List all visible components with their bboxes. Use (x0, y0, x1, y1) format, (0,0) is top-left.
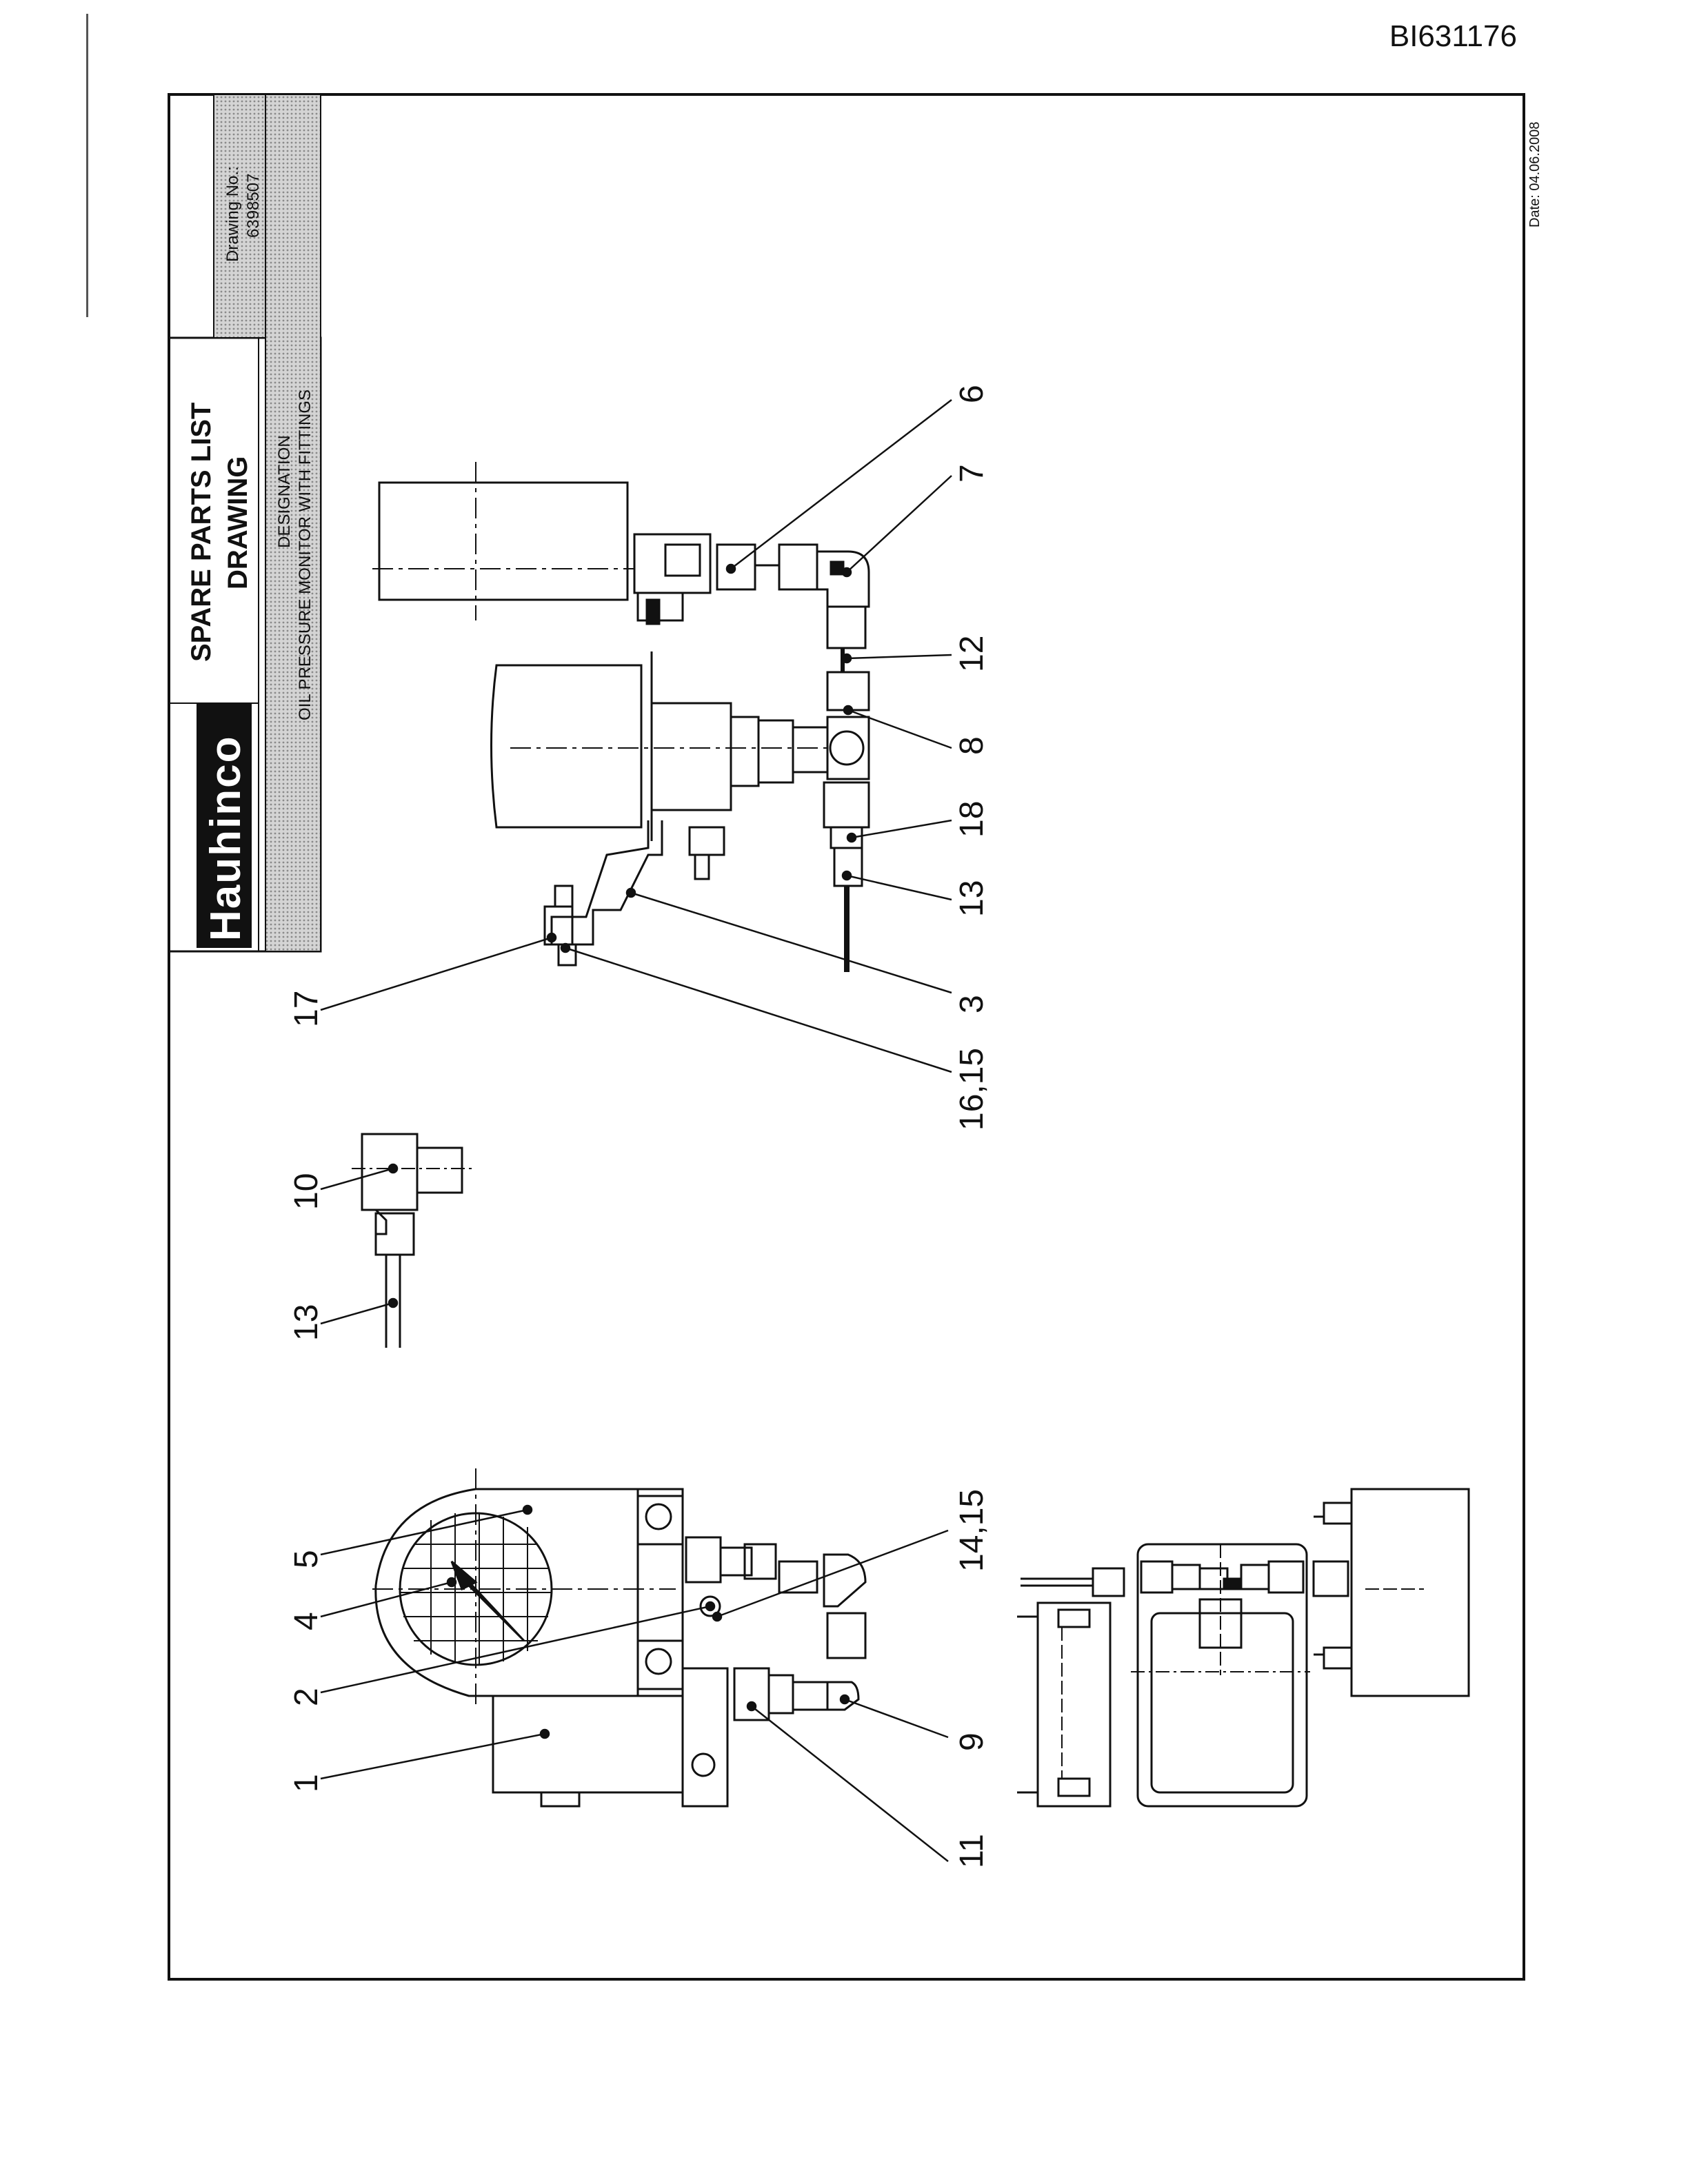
drawing-no-value: 6398507 (244, 174, 263, 238)
callout-8: 8 (954, 736, 990, 755)
drawing-no-shaded-box (213, 94, 266, 338)
pressure-switch-lower-housing (490, 664, 643, 829)
bottom-view-assembly (1017, 1488, 1470, 1808)
designation-value: OIL PRESSURE MONITOR WITH FITTINGS (296, 390, 314, 720)
title-line2: DRAWING (223, 456, 253, 589)
callout-17: 17 (288, 991, 325, 1027)
gauge-housing (374, 1488, 684, 1697)
designation-label: DESIGNATION (275, 435, 294, 548)
date-label: Date: 04.06.2008 (1527, 122, 1543, 228)
callout-10: 10 (288, 1173, 325, 1210)
binding-margin-line (86, 14, 88, 317)
callout-18: 18 (954, 801, 990, 838)
callout-9: 9 (954, 1732, 990, 1751)
brand-logo: Hauhinco (202, 736, 250, 941)
callout-3: 3 (954, 995, 990, 1013)
callout-7: 7 (954, 464, 990, 483)
bottom-frame (1136, 1543, 1308, 1808)
designation-shaded-band (265, 94, 321, 952)
upper-assembly (372, 462, 870, 972)
callout-labels: 17 16,15 3 13 18 8 12 7 6 10 13 5 4 2 1 … (288, 385, 990, 1868)
drawing-border (168, 93, 1525, 1981)
callout-13-lower: 13 (288, 1304, 325, 1341)
callout-5: 5 (288, 1550, 325, 1568)
callout-1: 1 (288, 1774, 325, 1792)
leader-lines (320, 399, 952, 1862)
monitor-body (492, 1695, 684, 1794)
callout-4: 4 (288, 1612, 325, 1630)
callout-16-15: 16,15 (954, 1048, 990, 1131)
callout-11: 11 (954, 1834, 990, 1868)
brand-logo-box (197, 703, 252, 948)
callout-14-15: 14,15 (954, 1489, 990, 1572)
callout-2: 2 (288, 1688, 325, 1706)
title-line1: SPARE PARTS LIST (186, 403, 217, 662)
drawing-no-label: Drawing No.: (223, 166, 242, 262)
document-id: BI631176 (1389, 19, 1517, 53)
pressure-switch-housing (378, 481, 629, 601)
gauge-assembly (372, 1468, 867, 1808)
callout-6: 6 (954, 385, 990, 403)
detail-connector (352, 1133, 476, 1348)
title-block: Hauhinco SPARE PARTS LIST DRAWING DESIGN… (168, 94, 322, 953)
callout-12: 12 (954, 636, 990, 672)
callout-13-upper: 13 (954, 880, 990, 917)
